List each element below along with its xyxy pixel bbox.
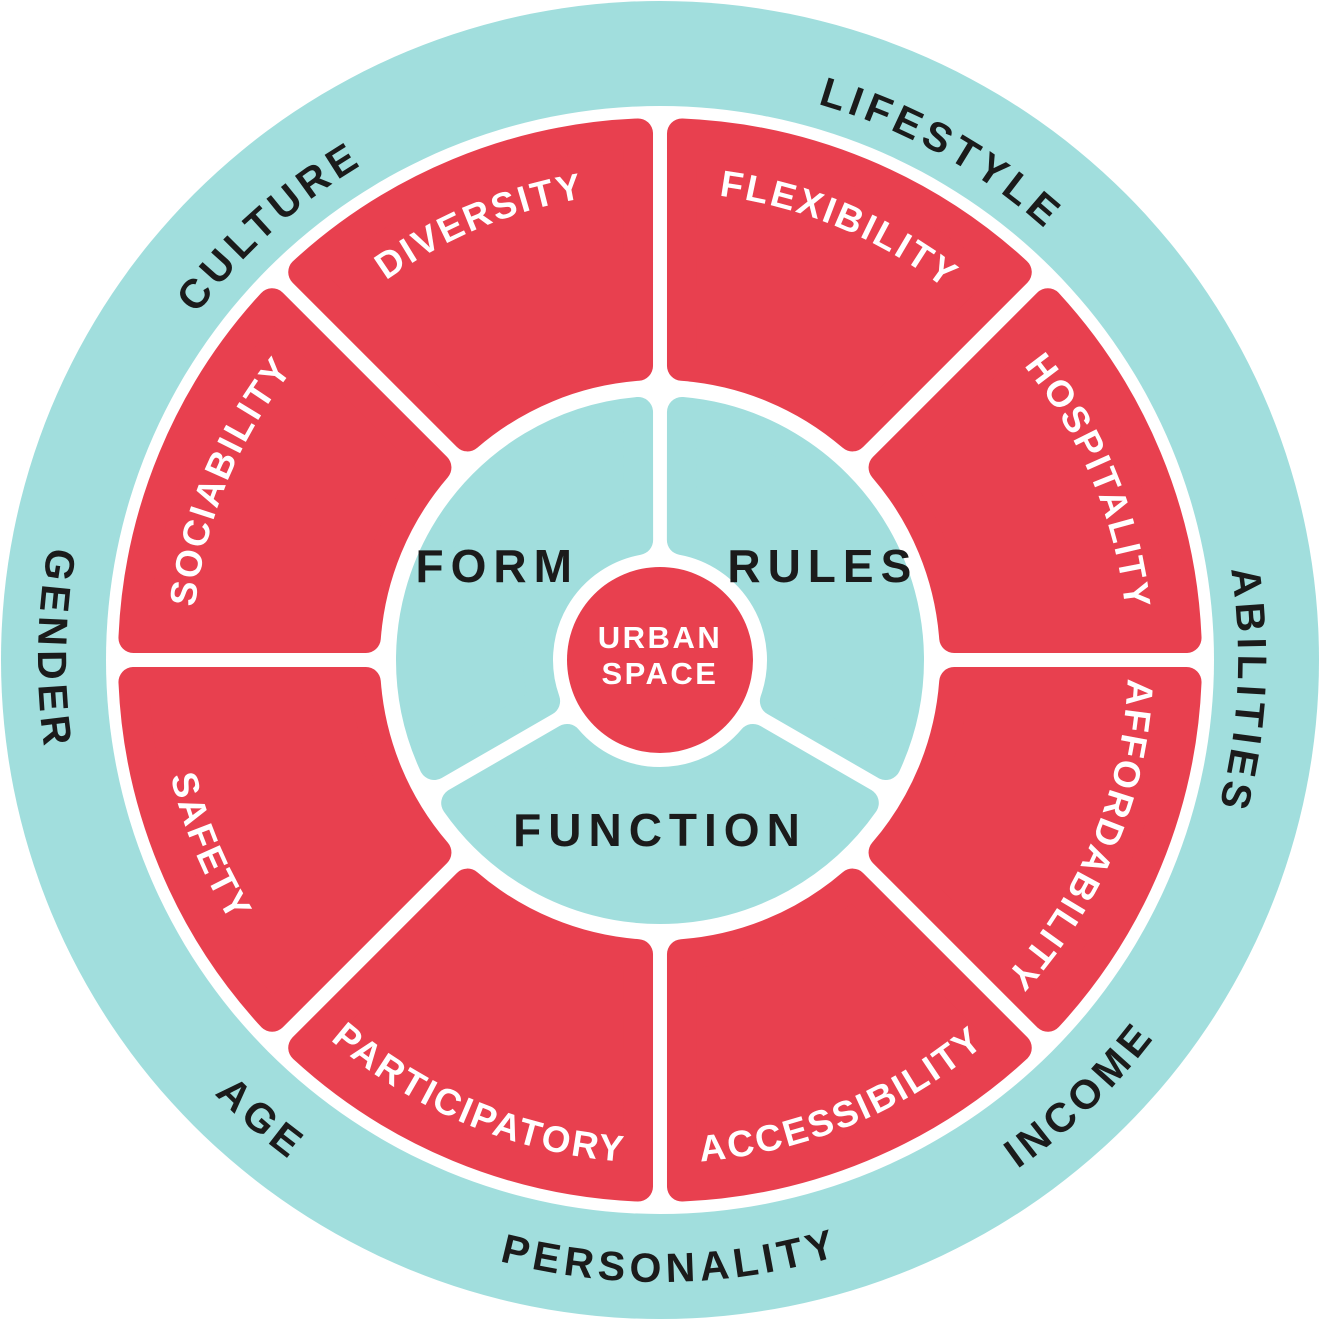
segment-participatory bbox=[288, 868, 654, 1202]
outer-label-gender: GENDER bbox=[29, 546, 85, 753]
inner-segment-form bbox=[396, 396, 654, 780]
segment-sociability bbox=[118, 288, 452, 654]
segment-diversity bbox=[288, 118, 654, 452]
inner-segment-function bbox=[441, 723, 879, 924]
inner-label-rules: RULES bbox=[727, 540, 918, 592]
segment-safety bbox=[118, 666, 452, 1032]
segment-accessibility bbox=[666, 868, 1032, 1202]
inner-label-function: FUNCTION bbox=[513, 804, 807, 856]
center-circle bbox=[567, 567, 753, 753]
segment-affordability bbox=[868, 666, 1202, 1032]
inner-segment-rules bbox=[666, 396, 924, 780]
segment-flexibility bbox=[666, 118, 1032, 452]
inner-label-form: FORM bbox=[415, 540, 578, 592]
segment-hospitality bbox=[868, 288, 1202, 654]
